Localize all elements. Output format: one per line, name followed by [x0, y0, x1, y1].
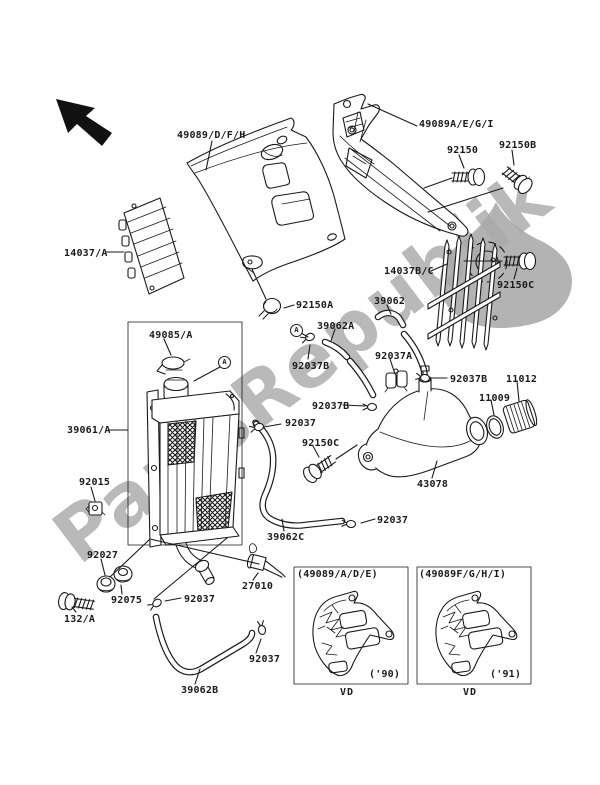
oring-art [486, 415, 504, 439]
part-label-grommet-92075: 92075 [111, 595, 143, 606]
part-label-holder-92037a: 92037A [375, 351, 413, 362]
part-label-bolt-92150b: 92150B [499, 140, 537, 151]
bolt-92150c-left-art [302, 454, 336, 484]
part-label-radiator: 39061/A [67, 425, 111, 436]
holder-92037a-art [384, 368, 408, 393]
part-label-clamp-92037-4: 92037 [249, 654, 281, 665]
part-label-screen: 14037B/C [384, 266, 434, 277]
callout-a-2: A [218, 356, 231, 369]
variant-box-1990 [293, 566, 409, 685]
variant-box-1990-title: (49089/A/D/E) [297, 569, 378, 580]
reserve-tank-art [357, 365, 488, 478]
direction-arrow-icon [56, 99, 112, 146]
leader-lines [71, 103, 520, 685]
bolt-92150-art [451, 167, 486, 187]
part-label-clamp-92037-3: 92037 [377, 515, 409, 526]
variant-box-1991-title: (49089F/G/H/I) [419, 569, 507, 580]
part-label-bolt-92150c-left: 92150C [302, 438, 340, 449]
part-label-cap-11012: 11012 [506, 374, 538, 385]
part-label-switch-27010: 27010 [242, 581, 274, 592]
part-label-clamp-92037b-2: 92037B [450, 374, 488, 385]
louver-panel-art [118, 197, 185, 295]
damper-92015-art [85, 501, 106, 516]
callout-a-1: A [290, 324, 303, 337]
radiator-group-box [127, 321, 243, 546]
shroud-left-art [186, 117, 346, 282]
bolt-92150a-art [258, 297, 282, 320]
part-label-hose-39062: 39062 [374, 296, 406, 307]
part-label-bolt-132: 132/A [64, 614, 96, 625]
part-label-bolt-92150a: 92150A [296, 300, 334, 311]
radiator-art [146, 376, 245, 585]
part-label-washer-92027: 92027 [87, 550, 119, 561]
tank-cap-art [502, 399, 538, 434]
part-label-louver: 14037/A [64, 248, 108, 259]
part-label-shroud-left: 49089/D/F/H [177, 130, 246, 141]
radiator-cap-art [156, 356, 191, 375]
part-label-hose-39062c: 39062C [267, 532, 305, 543]
part-label-shroud-right: 49089A/E/G/I [419, 119, 494, 130]
part-label-oring-11009: 11009 [479, 393, 511, 404]
part-label-tank: 43078 [417, 479, 449, 490]
part-label-clamp-92037b-3: 92037B [312, 401, 350, 412]
bolt-92150c-right-art [503, 251, 537, 271]
part-label-hose-39062a: 39062A [317, 321, 355, 332]
variant-box-1991-caption: VD [463, 687, 478, 698]
washer-92027-art [96, 575, 116, 593]
variant-box-1990-caption: VD [340, 687, 355, 698]
switch-27010-art [246, 543, 286, 578]
variant-box-1990-year: ('90) [369, 669, 401, 680]
part-label-clamp-92037-2: 92037 [184, 594, 216, 605]
clamps-art [147, 332, 431, 636]
part-label-clamp-92037b-1: 92037B [292, 361, 330, 372]
bolt-132-art [58, 592, 95, 611]
variant-box-1991-year: ('91) [490, 669, 522, 680]
grommet-92075-art [113, 565, 133, 583]
part-label-bolt-92150: 92150 [447, 145, 479, 156]
shroud-right-art [332, 93, 469, 237]
part-label-hose-39062b: 39062B [181, 685, 219, 696]
screen-art [427, 233, 501, 351]
part-label-clamp-92037-1: 92037 [285, 418, 317, 429]
part-label-cap-49085: 49085/A [149, 330, 193, 341]
variant-box-1991 [416, 566, 532, 685]
part-label-bolt-92150c-right: 92150C [497, 280, 535, 291]
part-label-damper-92015: 92015 [79, 477, 111, 488]
bolt-92150b-art [501, 166, 533, 195]
